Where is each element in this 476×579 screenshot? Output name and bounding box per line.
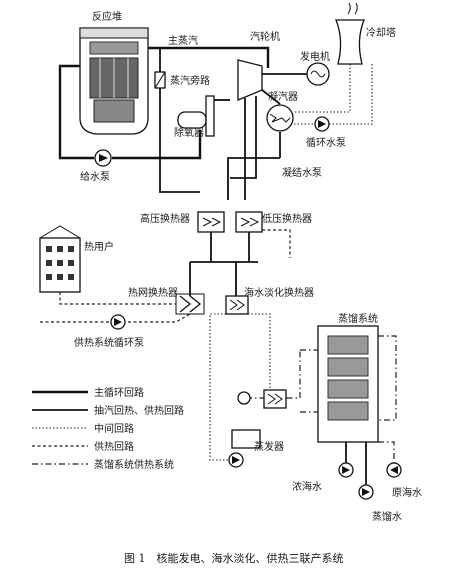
- legend-item: 供热回路: [94, 440, 134, 453]
- condenser-label: 凝汽器: [268, 90, 298, 103]
- turbine-icon: [237, 59, 263, 101]
- generator-icon: [306, 62, 330, 86]
- hp-heater-label: 高压换热器: [140, 212, 190, 225]
- main-steam-label: 主蒸汽: [168, 34, 198, 47]
- heat-user-building-icon: [39, 225, 81, 293]
- turbine-label: 汽轮机: [250, 30, 280, 43]
- circulating-pump-label: 循环水泵: [306, 136, 346, 149]
- distill-heater-icon: [237, 389, 287, 409]
- lp-heater-icon: [235, 211, 263, 233]
- hp-heater-icon: [197, 211, 225, 233]
- heat-user-label: 热用户: [84, 240, 114, 253]
- deaerator-label: 除氧器: [174, 126, 204, 139]
- seawater-label: 原海水: [392, 486, 422, 499]
- distillation-system-label: 蒸馏系统: [338, 312, 378, 325]
- deaerator-icon: [177, 95, 215, 137]
- heating-pump-icon: [110, 314, 126, 330]
- brine-label: 浓海水: [292, 480, 322, 493]
- feedwater-pump-label: 给水泵: [80, 170, 110, 183]
- heat-net-exchanger-label: 热网换热器: [128, 286, 178, 299]
- heating-pump-label: 供热系统循环泵: [74, 336, 144, 349]
- evaporator-pump-icon: [228, 452, 244, 468]
- condensate-pump-label: 凝结水泵: [282, 166, 322, 179]
- figure-caption: 图 1 核能发电、海水淡化、供热三联产系统: [124, 551, 344, 565]
- desal-exchanger-label: 海水淡化换热器: [244, 286, 314, 299]
- legend-item: 蒸馏系统供热系统: [94, 458, 174, 471]
- cooling-tower-icon: [335, 2, 365, 65]
- legend-item: 主循环回路: [94, 386, 144, 399]
- legend-item: 抽汽回热、供热回路: [94, 404, 184, 417]
- distilled-pump-icon: [358, 484, 374, 500]
- steam-bypass-label: 蒸汽旁路: [170, 74, 210, 87]
- evaporator-icon: [231, 429, 261, 449]
- generator-label: 发电机: [300, 50, 330, 63]
- desal-exchanger-icon: [225, 295, 249, 315]
- cooling-tower-label: 冷却塔: [366, 26, 396, 39]
- seawater-pump-icon: [386, 462, 402, 478]
- brine-pump-icon: [338, 462, 354, 478]
- condenser-icon: [266, 104, 294, 132]
- feedwater-pump-icon: [94, 149, 112, 167]
- lp-heater-label: 低压换热器: [262, 212, 312, 225]
- evaporator-label: 蒸发器: [254, 440, 284, 453]
- distilled-water-label: 蒸馏水: [372, 510, 402, 523]
- circulating-pump-icon: [314, 116, 330, 132]
- legend-item: 中间回路: [94, 422, 134, 435]
- legend: 主循环回路 抽汽回热、供热回路 中间回路 供热回路 蒸馏系统供热系统: [32, 386, 184, 471]
- reactor-icon: [79, 27, 149, 135]
- reactor-label: 反应堆: [92, 10, 122, 23]
- heat-net-exchanger-icon: [175, 293, 205, 315]
